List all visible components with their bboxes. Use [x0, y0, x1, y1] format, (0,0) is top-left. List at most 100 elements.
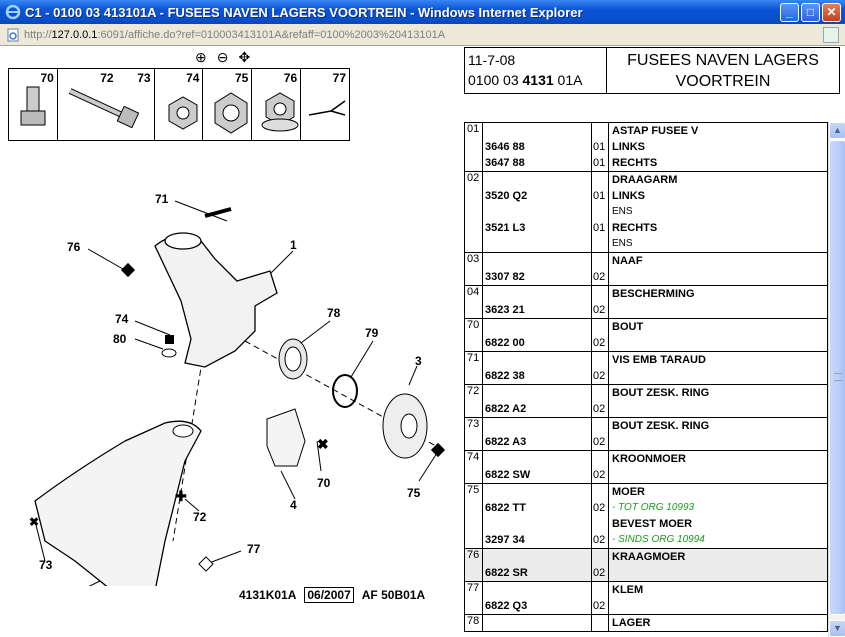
callout-77[interactable]: 77 — [247, 542, 261, 556]
qty-line: 02 — [593, 436, 606, 448]
zoom-in-icon[interactable]: ⊕ — [195, 49, 207, 65]
qty-line — [593, 236, 607, 252]
ref-line: 6822 38 — [485, 370, 525, 382]
desc-line: ENS — [612, 238, 633, 249]
qty-line — [593, 172, 607, 188]
strip-num: 73 — [137, 71, 151, 85]
callout-4[interactable]: 4 — [290, 498, 297, 512]
desc-line — [612, 401, 824, 417]
zoom-move-icon[interactable]: ✥ — [238, 49, 251, 65]
callout-74[interactable]: 74 — [115, 312, 129, 326]
ref-line — [485, 286, 591, 302]
shield — [266, 408, 306, 467]
desc-line: ENS — [612, 206, 633, 217]
qty-line: 02 — [593, 502, 606, 514]
callout-1[interactable]: 1 — [290, 238, 297, 252]
row-ref: 6822 38 — [482, 351, 592, 385]
page-icon — [7, 28, 19, 41]
diagram-date: 06/2007 — [304, 587, 354, 603]
ref-line — [485, 123, 591, 139]
row-desc: KROONMOER — [608, 450, 828, 484]
address-bar[interactable]: http://127.0.0.1:6091/affiche.do?ref=010… — [0, 24, 845, 46]
row-qty: 02 — [591, 417, 609, 451]
desc-line: - SINDS ORG 10994 — [612, 534, 705, 545]
strip-num: 70 — [40, 71, 54, 85]
callout-79[interactable]: 79 — [365, 326, 379, 340]
strip-cell-77[interactable]: 77 — [301, 69, 349, 140]
callout-70[interactable]: 70 — [317, 476, 331, 490]
ref-line — [485, 418, 591, 434]
row-qty: 02 — [591, 450, 609, 484]
qty-line — [593, 286, 607, 302]
row-position: 70 — [464, 318, 483, 352]
strip-num: 76 — [283, 71, 298, 85]
desc-line: KLEM — [612, 584, 644, 596]
row-ref: 6822 Q3 — [482, 581, 592, 615]
scroll-up-icon[interactable]: ▲ — [829, 122, 845, 139]
row-qty: 02 — [591, 581, 609, 615]
desc-line: NAAF — [612, 255, 643, 267]
callout-71[interactable]: 71 — [155, 192, 169, 206]
callout-78[interactable]: 78 — [327, 306, 341, 320]
row-position: 77 — [464, 581, 483, 615]
row-qty — [591, 614, 609, 632]
row-desc: BOUT — [608, 318, 828, 352]
callout-75[interactable]: 75 — [407, 486, 421, 500]
scroll-down-icon[interactable]: ▼ — [829, 620, 845, 637]
row-ref — [482, 614, 592, 632]
header-title-line1: FUSEES NAVEN LAGERS — [627, 52, 819, 69]
ref-line — [485, 352, 591, 368]
scroll-thumb[interactable] — [829, 140, 845, 615]
strip-cell-74[interactable]: 74 — [155, 69, 204, 140]
qty-line — [593, 385, 607, 401]
strip-cell-75[interactable]: 75 — [203, 69, 253, 140]
callout-72[interactable]: 72 — [193, 510, 207, 524]
url-field[interactable]: http://127.0.0.1:6091/affiche.do?ref=010… — [24, 29, 823, 41]
ref-line: 6822 SR — [485, 567, 528, 579]
close-icon[interactable]: ✕ — [822, 2, 841, 22]
desc-line: LINKS — [612, 141, 645, 153]
strip-cell-76[interactable]: 76 — [252, 69, 302, 140]
desc-line — [612, 565, 824, 581]
vertical-scrollbar[interactable]: ▲ ▼ — [828, 122, 845, 637]
strip-cell-72-73[interactable]: 72 73 — [58, 69, 155, 140]
qty-line: 02 — [593, 534, 606, 546]
ref-line — [485, 615, 591, 631]
row-qty: 02 02 — [591, 483, 609, 549]
callout-76[interactable]: 76 — [67, 240, 81, 254]
callout-73[interactable]: 73 — [39, 558, 53, 572]
window-titlebar[interactable]: C1 - 0100 03 413101A - FUSEES NAVEN LAGE… — [0, 0, 845, 24]
strip-cell-70[interactable]: 70 — [9, 69, 58, 140]
maximize-icon[interactable]: □ — [801, 2, 820, 22]
qty-line: 01 — [593, 222, 606, 234]
strip-num: 77 — [332, 71, 347, 85]
qty-line: 02 — [593, 600, 606, 612]
ref-line: 6822 A3 — [485, 436, 527, 448]
zoom-out-icon[interactable]: ⊖ — [216, 49, 229, 65]
callout-80[interactable]: 80 — [113, 332, 127, 346]
desc-line — [612, 335, 824, 351]
go-icon[interactable] — [823, 26, 839, 43]
ref-line: 3520 Q2 — [485, 190, 528, 202]
minimize-icon[interactable]: _ — [780, 2, 799, 22]
hub — [382, 393, 428, 459]
callout-3[interactable]: 3 — [415, 354, 422, 368]
qty-line — [593, 418, 607, 434]
